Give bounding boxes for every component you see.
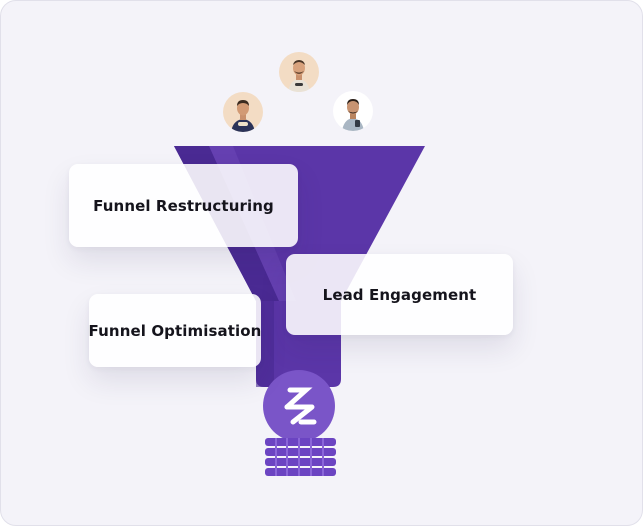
lead-avatar-top xyxy=(279,52,319,92)
card-label: Lead Engagement xyxy=(322,285,477,304)
card-label: Funnel Restructuring xyxy=(93,196,274,215)
card-label: Funnel Optimisation xyxy=(88,321,262,340)
person-avatar-icon xyxy=(223,92,263,132)
card-funnel-restructuring: Funnel Restructuring xyxy=(69,164,298,247)
lead-avatar-left xyxy=(223,92,263,132)
person-avatar-icon xyxy=(333,91,373,131)
lead-avatar-right xyxy=(333,91,373,131)
card-funnel-optimisation: Funnel Optimisation xyxy=(89,294,261,367)
card-lead-engagement: Lead Engagement xyxy=(286,254,513,335)
person-avatar-icon xyxy=(279,52,319,92)
brand-logo-icon xyxy=(284,387,317,425)
coin-stack-icon xyxy=(265,438,336,476)
